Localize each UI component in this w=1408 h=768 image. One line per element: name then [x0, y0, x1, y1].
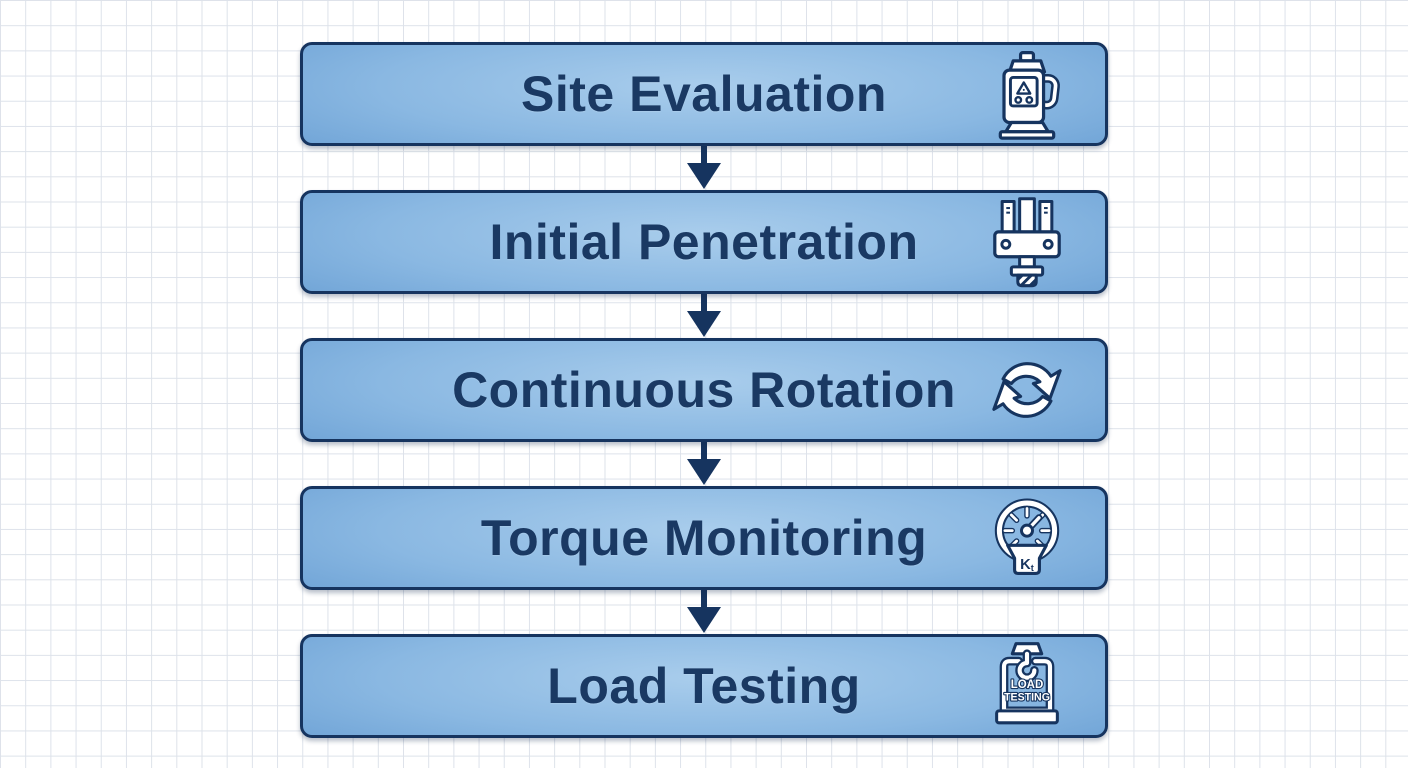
step-label-initial-penetration: Initial Penetration — [489, 214, 919, 270]
step-box-continuous-rotation: Continuous Rotation — [300, 338, 1108, 442]
process-flowchart: Site Evaluation — [300, 42, 1108, 738]
step-label-torque-monitoring: Torque Monitoring — [480, 510, 928, 566]
step-box-torque-monitoring: Torque Monitoring — [300, 486, 1108, 590]
gauge-kt-label: Kt — [1020, 557, 1034, 573]
torque-gauge-icon: Kt — [981, 492, 1073, 584]
connector-3 — [300, 442, 1108, 486]
down-arrow-icon — [687, 442, 721, 485]
down-arrow-icon — [687, 590, 721, 633]
down-arrow-icon — [687, 294, 721, 337]
rotation-arrows-icon — [981, 344, 1073, 436]
step-label-continuous-rotation: Continuous Rotation — [452, 362, 956, 418]
step-box-site-evaluation: Site Evaluation — [300, 42, 1108, 146]
load-crane-icon: LOAD TESTING — [981, 640, 1073, 732]
step-box-initial-penetration: Initial Penetration — [300, 190, 1108, 294]
step-label-site-evaluation: Site Evaluation — [521, 66, 887, 122]
connector-2 — [300, 294, 1108, 338]
down-arrow-icon — [687, 146, 721, 189]
connector-4 — [300, 590, 1108, 634]
total-station-icon — [981, 48, 1073, 140]
connector-1 — [300, 146, 1108, 190]
drill-head-icon — [981, 196, 1073, 288]
step-box-load-testing: Load Testing LOAD TESTING — [300, 634, 1108, 738]
load-icon-text-line1: LOAD — [1011, 679, 1044, 691]
step-label-load-testing: Load Testing — [547, 658, 861, 714]
load-icon-text-line2: TESTING — [1004, 692, 1050, 704]
